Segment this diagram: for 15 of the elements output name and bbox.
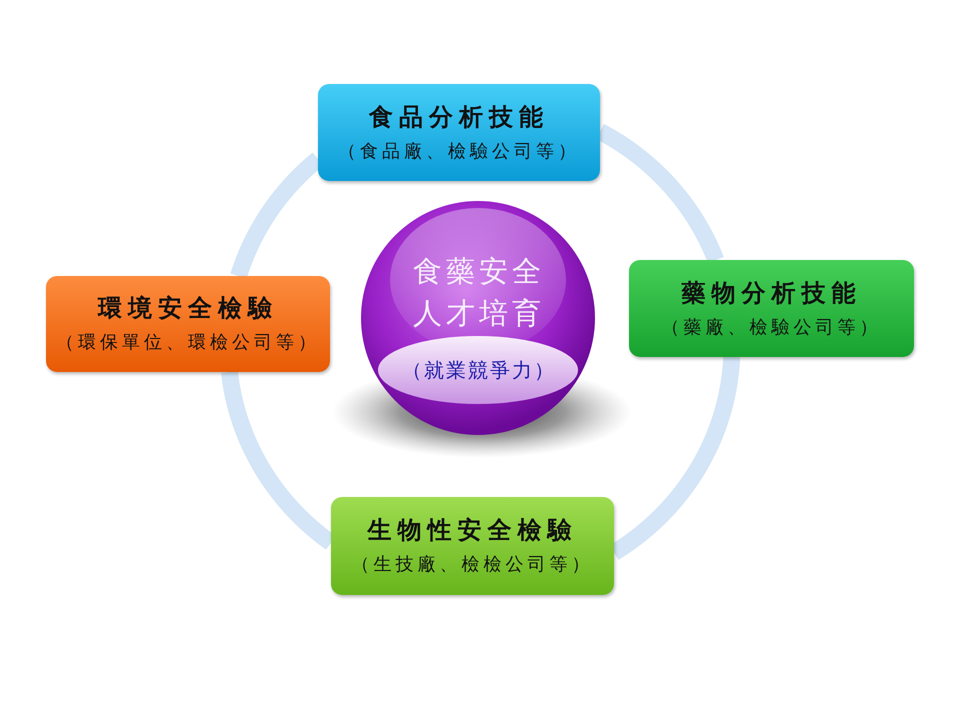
box-subtitle: （生技廠、檢檢公司等） (352, 554, 594, 576)
center-title: 食藥安全人才培育 (412, 253, 546, 332)
box-title: 環境安全檢驗 (98, 294, 278, 324)
box-subtitle: （環保單位、環檢公司等） (56, 332, 320, 354)
center-subtitle: （就業競爭力） (401, 357, 557, 384)
category-box (629, 260, 914, 357)
box-title: 藥物分析技能 (682, 278, 862, 308)
category-box (46, 276, 330, 372)
box-subtitle: （藥廠、檢驗公司等） (662, 316, 882, 338)
box-title: 食品分析技能 (369, 102, 549, 132)
box-title: 生物性安全檢驗 (368, 516, 578, 546)
center-sphere (360, 200, 596, 436)
category-box (318, 84, 600, 181)
category-box (331, 497, 614, 595)
box-subtitle: （食品廠、檢驗公司等） (338, 140, 580, 162)
